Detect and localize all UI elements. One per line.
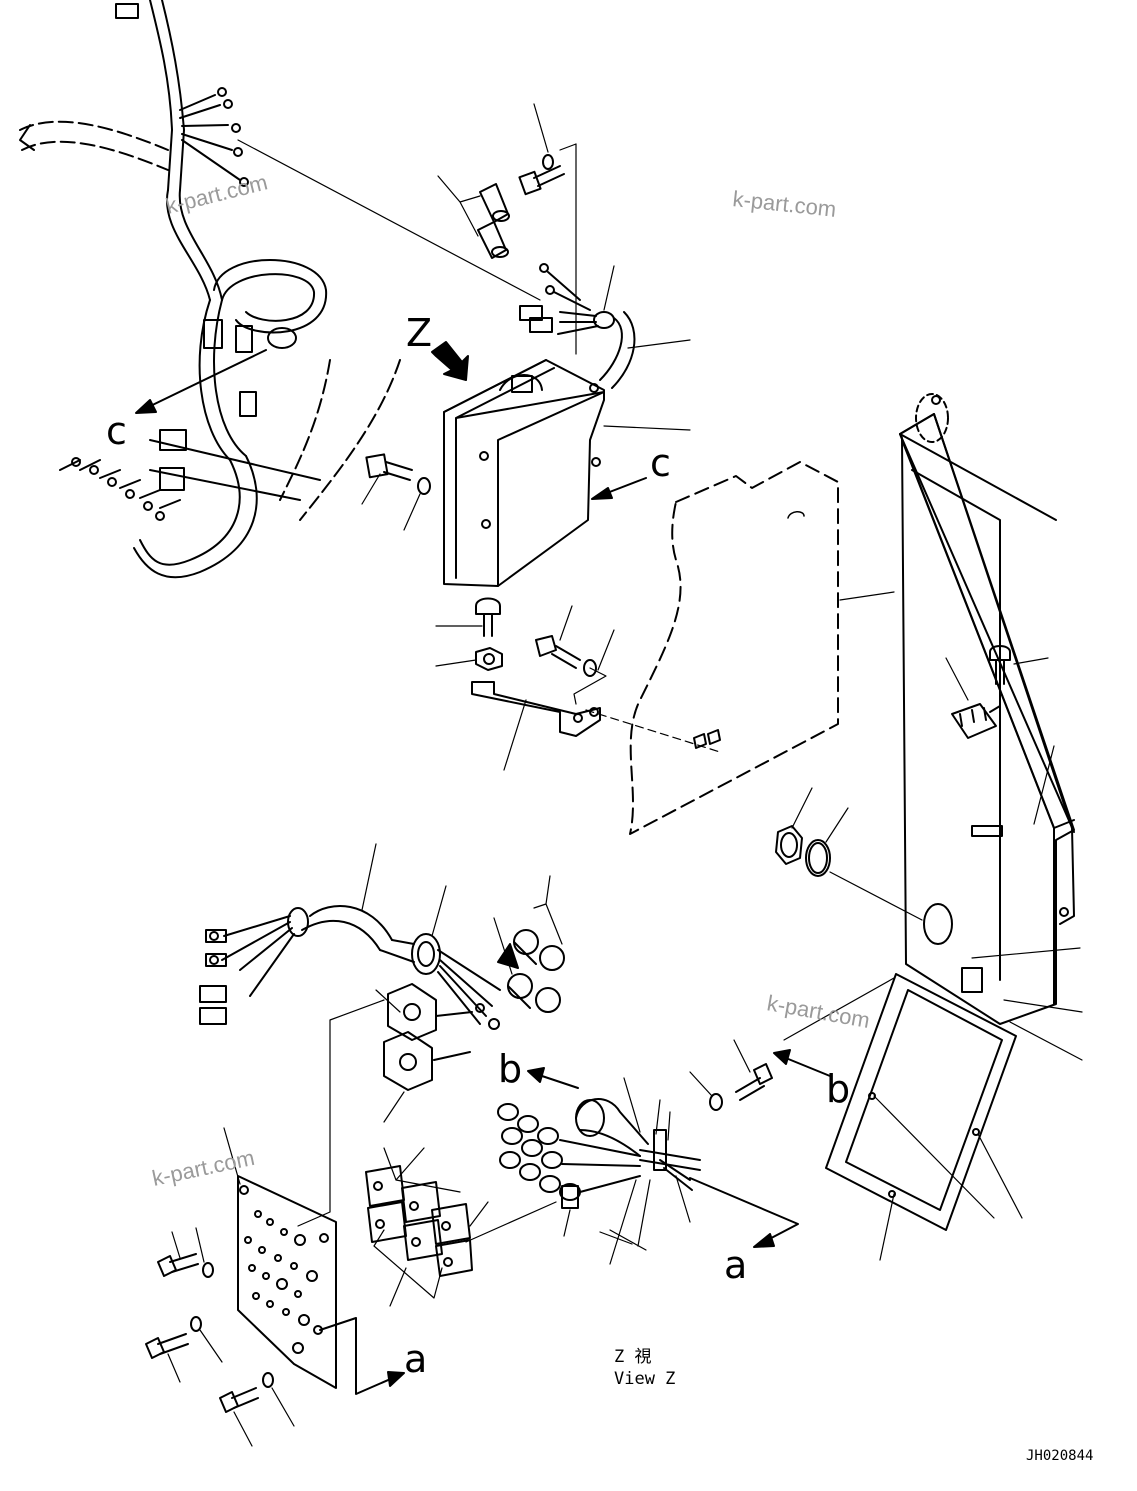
relay-block: [365, 1165, 473, 1277]
terminal-caps: [477, 183, 510, 259]
leader-line: [237, 139, 541, 301]
label-b-left: b: [498, 1047, 522, 1091]
leader-line: [585, 709, 721, 753]
label-a-lower: a: [404, 1337, 427, 1381]
watermark-2: k-part.com: [731, 186, 837, 222]
leader-line: [373, 1147, 461, 1307]
bolt-top: [518, 154, 565, 196]
nut-oring: [775, 825, 831, 877]
leader-line: [361, 473, 421, 531]
bolt-middle-right: [709, 1063, 773, 1111]
view-arrow-c-right: [591, 477, 647, 500]
leader-line: [573, 667, 607, 705]
leader-line: [361, 843, 447, 937]
view-caption-line2: View Z: [614, 1369, 675, 1389]
box-wire-harness: [519, 263, 636, 389]
leader-line: [435, 605, 615, 771]
plate-bolts: [145, 1253, 274, 1413]
watermark-1: k-part.com: [163, 169, 270, 218]
leader-line: [599, 1229, 647, 1251]
fuse-box-lid: [825, 973, 1017, 1231]
drawing-code: JH020844: [1026, 1448, 1093, 1464]
fuse-box-outline: [900, 412, 1074, 830]
leader-line: [297, 999, 385, 1227]
label-z: Z: [406, 311, 432, 355]
leader-line: [945, 657, 1055, 825]
view-arrow-b-left: [527, 1067, 579, 1089]
fuse-connector-bundle: [497, 1098, 701, 1209]
leader-line: [791, 787, 923, 921]
leader-line: [971, 947, 1083, 1061]
relay-switch: [951, 645, 1011, 739]
leader-line: [783, 977, 895, 1041]
leader-line: [603, 265, 691, 431]
small-bolts: [693, 729, 721, 749]
watermark-4: k-part.com: [150, 1145, 257, 1191]
main-wire-harness: [19, 0, 401, 579]
view-arrow-z: [431, 341, 469, 381]
view-arrow-a-center: [689, 1177, 799, 1248]
leader-line: [533, 103, 577, 355]
switch-blocks: [383, 983, 473, 1091]
view-arrow-c-left: [135, 349, 267, 414]
cover-panel: [629, 461, 839, 835]
label-c-left: c: [106, 409, 127, 453]
view-caption-line1: Z 視: [614, 1347, 651, 1367]
arrow-small: [497, 943, 519, 969]
label-c-right: c: [650, 441, 671, 485]
leader-line: [873, 1095, 1023, 1261]
leader-line: [465, 1201, 557, 1243]
leader-line: [839, 591, 895, 601]
leader-line: [375, 989, 405, 1123]
leader-line: [623, 1077, 671, 1141]
middle-wire-harness: [199, 905, 501, 1030]
diodes: [507, 929, 565, 1013]
leader-line: [223, 1127, 241, 1185]
controller-box: [443, 359, 605, 587]
label-b-right: b: [826, 1067, 850, 1111]
leader-line: [563, 1175, 691, 1265]
bracket-hardware: [471, 597, 601, 737]
bolt-box-left: [365, 453, 431, 495]
leader-line: [437, 175, 481, 237]
view-arrow-a-lower: [319, 1317, 405, 1395]
leader-line: [689, 1039, 751, 1097]
label-a-center: a: [724, 1243, 747, 1287]
base-plate: [237, 1175, 337, 1389]
view-arrow-b-right: [773, 1049, 831, 1077]
watermark-3: k-part.com: [765, 990, 872, 1033]
leader-line: [167, 1227, 295, 1447]
fuse-box: [899, 393, 1075, 1025]
